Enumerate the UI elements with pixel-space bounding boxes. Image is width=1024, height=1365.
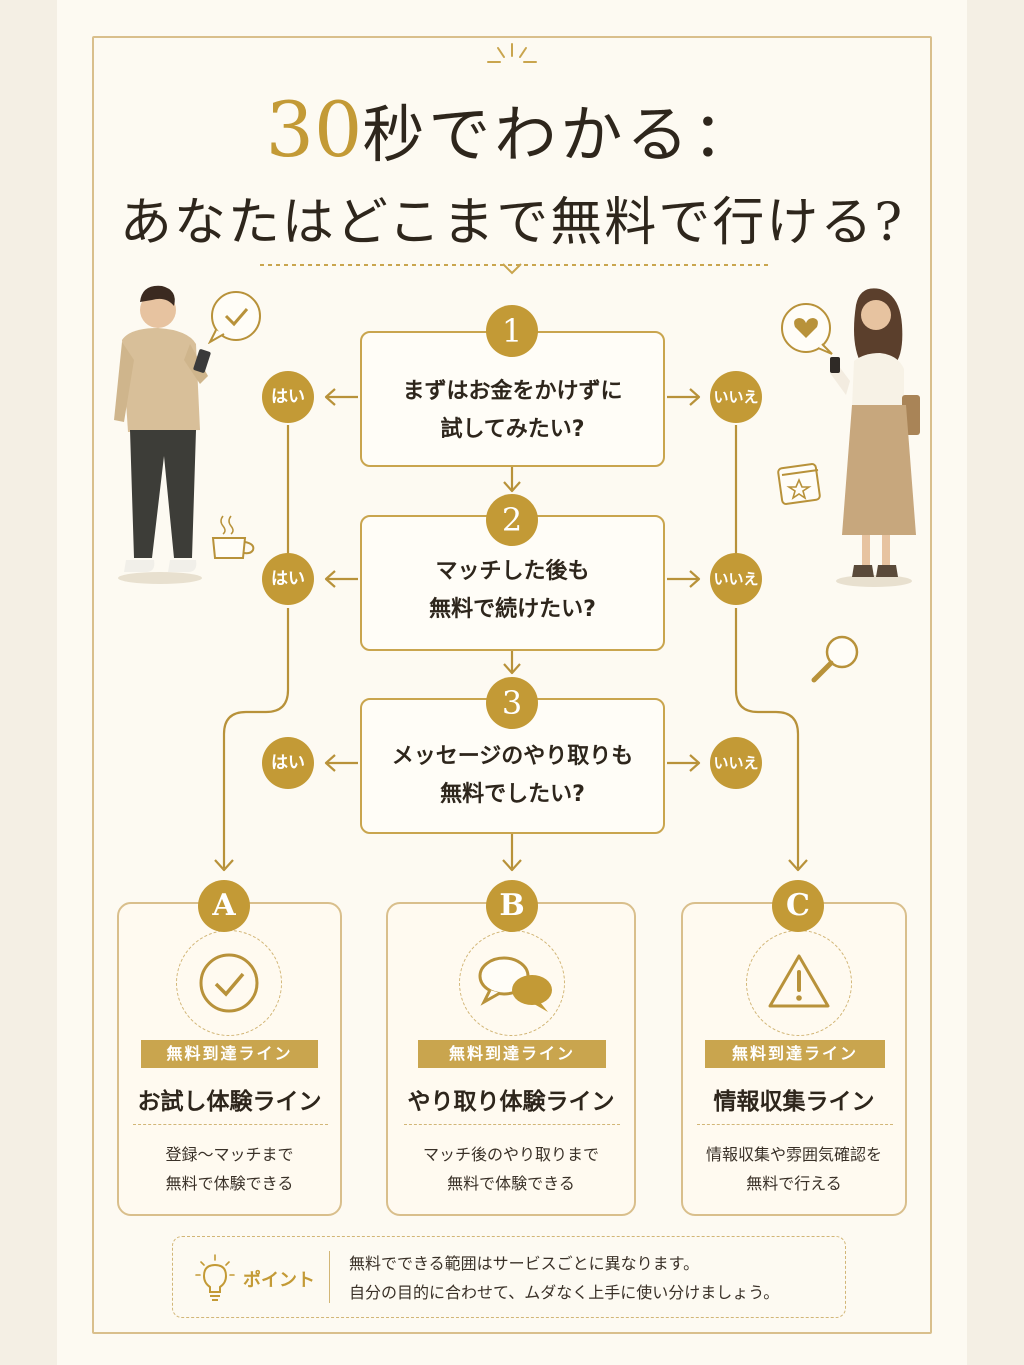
question-1-line-1: まずはお金をかけずに: [402, 379, 623, 404]
result-a-desc-line-1: 登録〜マッチまで: [165, 1145, 294, 1164]
result-c-description: 情報収集や雰囲気確認を 無料で行える: [683, 1140, 905, 1198]
point-separator: [329, 1251, 330, 1303]
chat-bubbles-icon: [478, 956, 552, 1012]
question-box-3: メッセージのやり取りも 無料でしたい?: [360, 698, 665, 834]
question-number-2: 2: [486, 494, 538, 546]
question-3-line-1: メッセージのやり取りも: [391, 744, 634, 769]
result-c-desc-line-1: 情報収集や雰囲気確認を: [705, 1145, 882, 1164]
title-decoration: [260, 43, 770, 275]
result-letter-c: C: [772, 880, 824, 932]
point-box: ポイント 無料でできる範囲はサービスごとに異なります。 自分の目的に合わせて、ム…: [172, 1236, 846, 1318]
result-letter-b: B: [486, 880, 538, 932]
check-bubble-icon: [207, 291, 261, 344]
title-number: 30: [265, 85, 363, 174]
result-c-desc-line-2: 無料で行える: [746, 1174, 842, 1193]
result-card-a: 無料到達ライン お試し体験ライン 登録〜マッチまで 無料で体験できる: [117, 902, 342, 1216]
warning-icon: [768, 954, 830, 1008]
woman-illustration: [830, 288, 920, 587]
result-card-b: 無料到達ライン やり取り体験ライン マッチ後のやり取りまで 無料で体験できる: [386, 902, 636, 1216]
result-b-desc-line-2: 無料で体験できる: [447, 1174, 575, 1193]
page-title-line1: 30秒でわかる：: [0, 84, 1024, 174]
result-a-desc-line-2: 無料で体験できる: [165, 1174, 294, 1193]
point-line-2: 自分の目的に合わせて、ムダなく上手に使い分けましょう。: [349, 1283, 780, 1302]
question-number-3: 3: [486, 677, 538, 729]
check-icon: [199, 953, 259, 1013]
question-2-line-2: 無料で続けたい?: [429, 597, 596, 622]
page-frame: [92, 36, 932, 1334]
page-title-line2: あなたはどこまで無料で行ける?: [119, 193, 905, 253]
point-text: 無料でできる範囲はサービスごとに異なります。 自分の目的に合わせて、ムダなく上手…: [349, 1249, 779, 1307]
result-a-name: お試し体験ライン: [137, 1089, 322, 1115]
result-letter-a: A: [198, 880, 250, 932]
point-line-1: 無料でできる範囲はサービスごとに異なります。: [349, 1254, 700, 1273]
magnifier-icon: [811, 635, 859, 683]
answer-yes-3: はい: [262, 737, 314, 789]
result-c-divider: [697, 1124, 893, 1125]
result-a-divider: [133, 1124, 328, 1125]
answer-no-2: いいえ: [710, 553, 762, 605]
result-b-divider: [404, 1124, 620, 1125]
result-b-description: マッチ後のやり取りまで 無料で体験できる: [388, 1140, 634, 1198]
result-a-ribbon: 無料到達ライン: [141, 1040, 318, 1068]
question-number-1: 1: [486, 305, 538, 357]
coffee-cup-icon: [211, 515, 255, 559]
lightbulb-icon: [195, 1254, 235, 1301]
heart-bubble-icon: [781, 303, 833, 355]
result-c-ribbon: 無料到達ライン: [705, 1040, 885, 1068]
question-1-line-2: 試してみたい?: [440, 417, 585, 442]
title-line1-text: 秒でわかる：: [362, 98, 759, 171]
result-card-c: 無料到達ライン 情報収集ライン 情報収集や雰囲気確認を 無料で行える: [681, 902, 907, 1216]
answer-no-1: いいえ: [710, 371, 762, 423]
result-a-description: 登録〜マッチまで 無料で体験できる: [119, 1140, 340, 1198]
result-b-desc-line-1: マッチ後のやり取りまで: [422, 1145, 599, 1164]
flow-connectors: [214, 388, 808, 872]
point-label: ポイント: [243, 1270, 315, 1291]
answer-no-3: いいえ: [710, 737, 762, 789]
result-b-name: やり取り体験ライン: [407, 1089, 615, 1115]
man-illustration: [114, 285, 211, 584]
answer-yes-1: はい: [262, 371, 314, 423]
answer-yes-2: はい: [262, 553, 314, 605]
result-b-ribbon: 無料到達ライン: [418, 1040, 606, 1068]
question-3-line-2: 無料でしたい?: [440, 782, 585, 807]
question-2-line-1: マッチした後も: [435, 559, 590, 584]
calendar-star-icon: [777, 463, 821, 505]
result-c-name: 情報収集ライン: [713, 1089, 875, 1115]
